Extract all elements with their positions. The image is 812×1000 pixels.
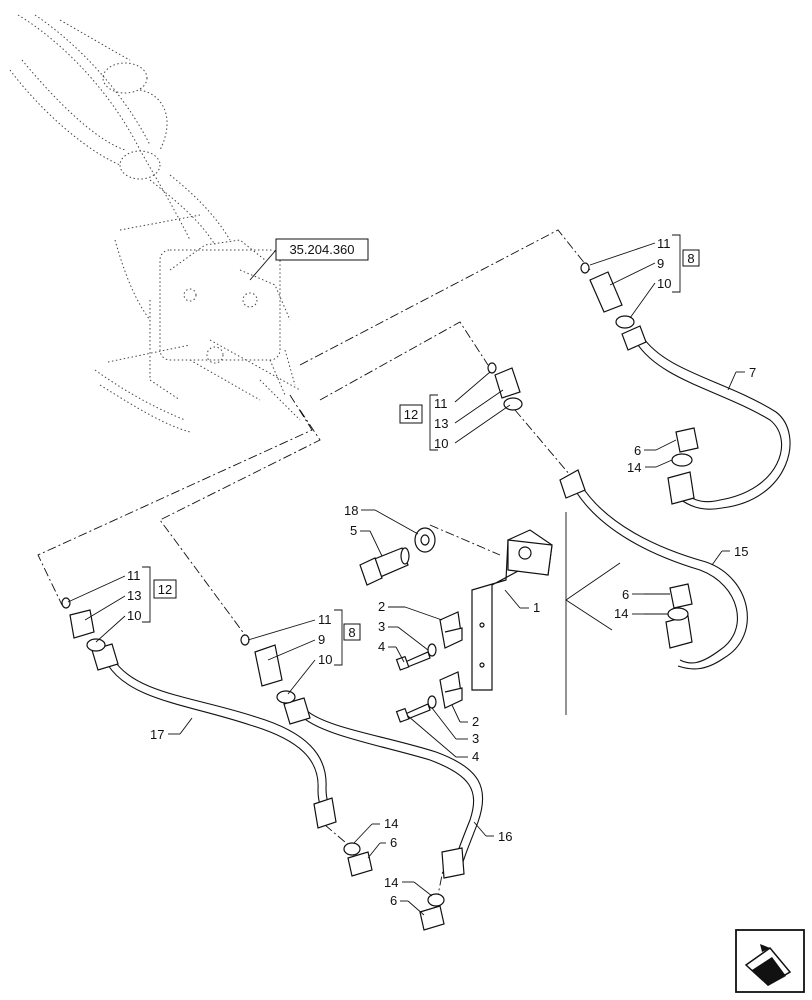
callout-11: 11: [127, 568, 141, 583]
routing-centerlines: [37, 229, 591, 906]
pipe-16[interactable]: [283, 697, 484, 879]
svg-text:18: 18: [344, 503, 358, 518]
nut-6-bottom-a[interactable]: [343, 842, 373, 877]
callout-16[interactable]: 16: [473, 821, 512, 844]
group-box-label: 12: [158, 582, 172, 597]
callout-13: 13: [127, 588, 141, 603]
callout-10: 10: [318, 652, 332, 667]
svg-text:16: 16: [498, 829, 512, 844]
bracket-vertical-section-line: [565, 512, 621, 715]
svg-text:14: 14: [627, 460, 641, 475]
svg-text:2: 2: [378, 599, 385, 614]
svg-text:2: 2: [472, 714, 479, 729]
pipe-7[interactable]: [621, 325, 791, 510]
washer-18[interactable]: [414, 527, 436, 553]
svg-text:4: 4: [472, 749, 479, 764]
svg-text:4: 4: [378, 639, 385, 654]
nut-6-right-mid[interactable]: [667, 583, 693, 621]
group-box-label: 8: [687, 251, 694, 266]
clamp-upper[interactable]: [439, 611, 463, 649]
bracket-1[interactable]: [471, 529, 553, 691]
callout-2-upper[interactable]: 2: [378, 599, 443, 621]
fitting-group-8-bottom[interactable]: [240, 634, 296, 704]
callout-2-lower[interactable]: 2: [451, 704, 479, 729]
callout-14-bottom-a[interactable]: 14: [353, 816, 398, 844]
callout-10: 10: [657, 276, 671, 291]
callout-13: 13: [434, 416, 448, 431]
pipe-17[interactable]: [91, 643, 337, 829]
group-box-label: 12: [404, 407, 418, 422]
group-box-12-left[interactable]: 12 11 13 10: [67, 566, 177, 643]
callout-6-right-mid[interactable]: 6: [622, 587, 670, 602]
svg-text:6: 6: [390, 835, 397, 850]
svg-text:6: 6: [390, 893, 397, 908]
callout-6-upper-right[interactable]: 6: [634, 439, 677, 458]
pipe-15[interactable]: [559, 469, 748, 670]
svg-text:1: 1: [533, 600, 540, 615]
control-valve-assembly-ghost: [9, 14, 301, 433]
svg-text:14: 14: [384, 875, 398, 890]
callout-11: 11: [318, 612, 332, 627]
svg-text:3: 3: [472, 731, 479, 746]
nut-6-bottom-b[interactable]: [419, 893, 445, 931]
callout-1[interactable]: 1: [504, 589, 540, 615]
svg-text:3: 3: [378, 619, 385, 634]
svg-text:17: 17: [150, 727, 164, 742]
callout-5[interactable]: 5: [350, 523, 383, 557]
callout-9: 9: [657, 256, 664, 271]
callout-4-upper[interactable]: 4: [378, 639, 405, 663]
next-page-arrow-icon[interactable]: [735, 929, 805, 993]
group-box-12-mid[interactable]: 12 11 13 10: [399, 371, 511, 451]
callout-14-bottom-b[interactable]: 14: [384, 875, 433, 897]
group-box-label: 8: [348, 625, 355, 640]
callout-15[interactable]: 15: [711, 544, 748, 566]
callout-10: 10: [127, 608, 141, 623]
reference-label: 35.204.360: [289, 242, 354, 257]
group-box-8-bottom[interactable]: 8 11 9 10: [247, 609, 361, 695]
nut-6-upper-right[interactable]: [671, 427, 699, 467]
callout-11: 11: [657, 236, 671, 251]
reference-box[interactable]: 35.204.360: [249, 238, 369, 281]
svg-text:14: 14: [384, 816, 398, 831]
bolt-upper[interactable]: [395, 643, 437, 671]
callout-9: 9: [318, 632, 325, 647]
callout-18[interactable]: 18: [344, 503, 419, 535]
svg-text:5: 5: [350, 523, 357, 538]
svg-text:14: 14: [614, 606, 628, 621]
callout-17[interactable]: 17: [150, 717, 193, 742]
callout-11: 11: [434, 396, 448, 411]
callout-14-upper-right[interactable]: 14: [627, 459, 673, 475]
callout-6-bottom-b[interactable]: 6: [390, 893, 425, 916]
fitting-group-12-mid[interactable]: [487, 362, 523, 411]
bolt-lower[interactable]: [395, 695, 437, 723]
callout-4-lower[interactable]: 4: [407, 715, 479, 764]
svg-text:7: 7: [749, 365, 756, 380]
callout-10: 10: [434, 436, 448, 451]
clamp-lower[interactable]: [439, 671, 463, 709]
fitting-group-12-left[interactable]: [61, 597, 106, 652]
group-box-8-top[interactable]: 8 11 9 10: [589, 234, 700, 319]
svg-text:15: 15: [734, 544, 748, 559]
fitting-group-8-top[interactable]: [580, 262, 635, 329]
callout-3-upper[interactable]: 3: [378, 619, 429, 651]
svg-text:6: 6: [634, 443, 641, 458]
callout-3-lower[interactable]: 3: [431, 707, 479, 746]
callout-7[interactable]: 7: [727, 365, 756, 391]
svg-text:6: 6: [622, 587, 629, 602]
bolt-5[interactable]: [359, 547, 410, 586]
callout-6-bottom-a[interactable]: 6: [367, 835, 397, 859]
callout-14-right-mid[interactable]: 14: [614, 606, 668, 621]
